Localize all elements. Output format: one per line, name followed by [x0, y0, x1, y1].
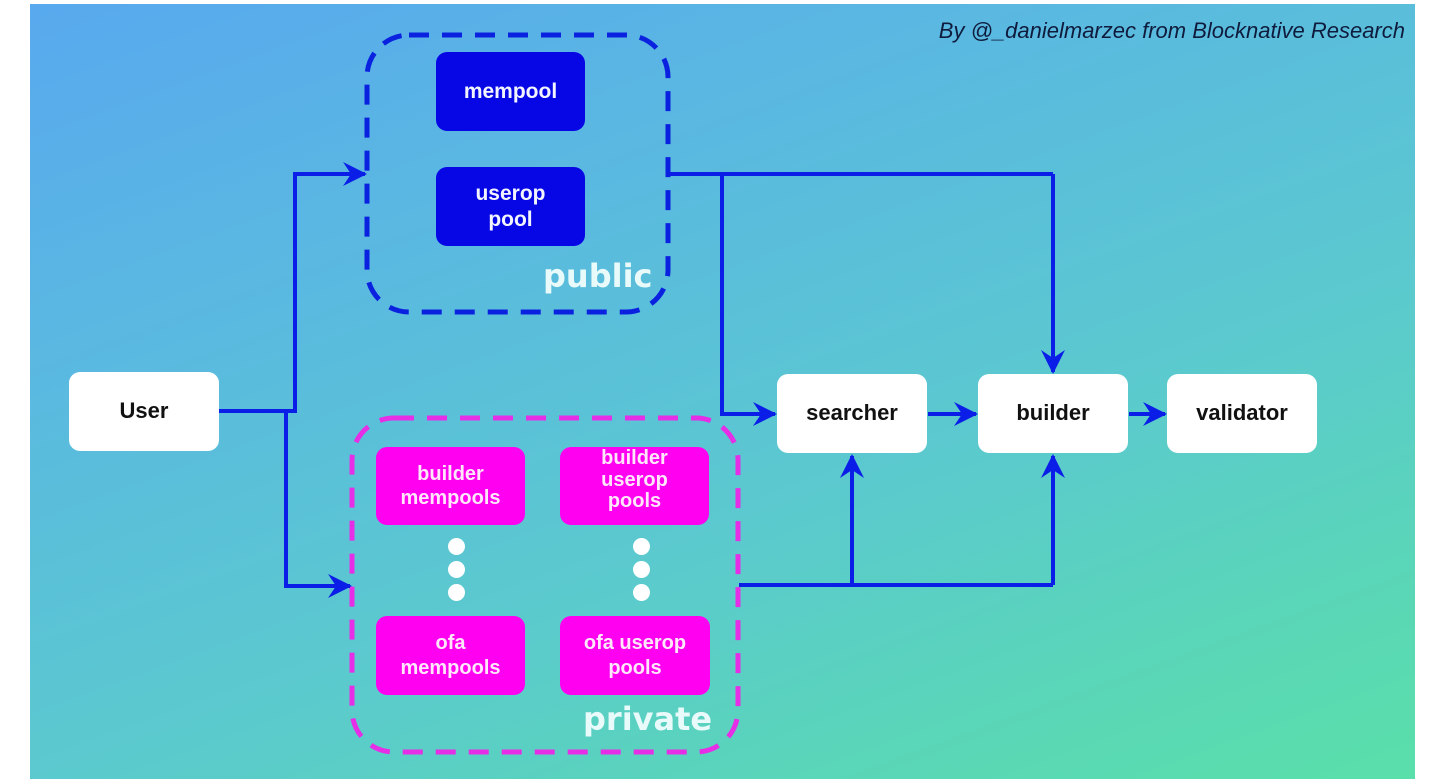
user-node-label: User — [119, 398, 169, 424]
ofa-mempools-node-label: ofa mempools — [400, 632, 501, 679]
ellipsis-dot — [633, 584, 650, 601]
edge-public-to-searcher — [720, 174, 777, 426]
ellipsis-dot — [448, 561, 465, 578]
ofa-userop-pools-node-label: ofa userop pools — [583, 632, 687, 679]
edge-user-to-private — [284, 411, 352, 598]
builder-node[interactable]: builder — [978, 374, 1128, 453]
ofa-mempools-node[interactable]: ofa mempools — [376, 616, 525, 695]
public-group-label: public — [543, 257, 653, 295]
searcher-node[interactable]: searcher — [777, 374, 927, 453]
ellipsis-dot — [633, 561, 650, 578]
builder-userop-pools-node[interactable]: builder userop pools — [560, 447, 709, 525]
user-node[interactable]: User — [69, 372, 219, 451]
private-group-label: private — [583, 700, 713, 738]
ofa-userop-pools-node[interactable]: ofa userop pools — [560, 616, 710, 695]
builder-node-label: builder — [1016, 400, 1090, 426]
mempool-node[interactable]: mempool — [436, 52, 585, 131]
attribution-text: By @_danielmarzec from Blocknative Resea… — [938, 18, 1405, 43]
ellipsis-dot — [448, 538, 465, 555]
userop-pool-node-label: userop pool — [475, 181, 546, 231]
builder-mempools-node[interactable]: builder mempools — [376, 447, 525, 525]
builder-mempools-node-label: builder mempools — [400, 462, 501, 509]
diagram-svg — [218, 32, 1167, 755]
public-group-border — [364, 32, 671, 315]
builder-userop-pools-node-label: builder userop pools — [601, 447, 668, 513]
ellipsis-dot — [448, 584, 465, 601]
ellipsis-dot — [633, 538, 650, 555]
edge-user-to-public — [218, 162, 367, 413]
private-group-border — [349, 415, 741, 755]
validator-node-label: validator — [1196, 400, 1288, 426]
searcher-node-label: searcher — [806, 400, 898, 426]
mempool-node-label: mempool — [463, 79, 558, 103]
userop-pool-node[interactable]: userop pool — [436, 167, 585, 246]
validator-node[interactable]: validator — [1167, 374, 1317, 453]
diagram-canvas: By @_danielmarzec from Blocknative Resea… — [30, 4, 1415, 779]
